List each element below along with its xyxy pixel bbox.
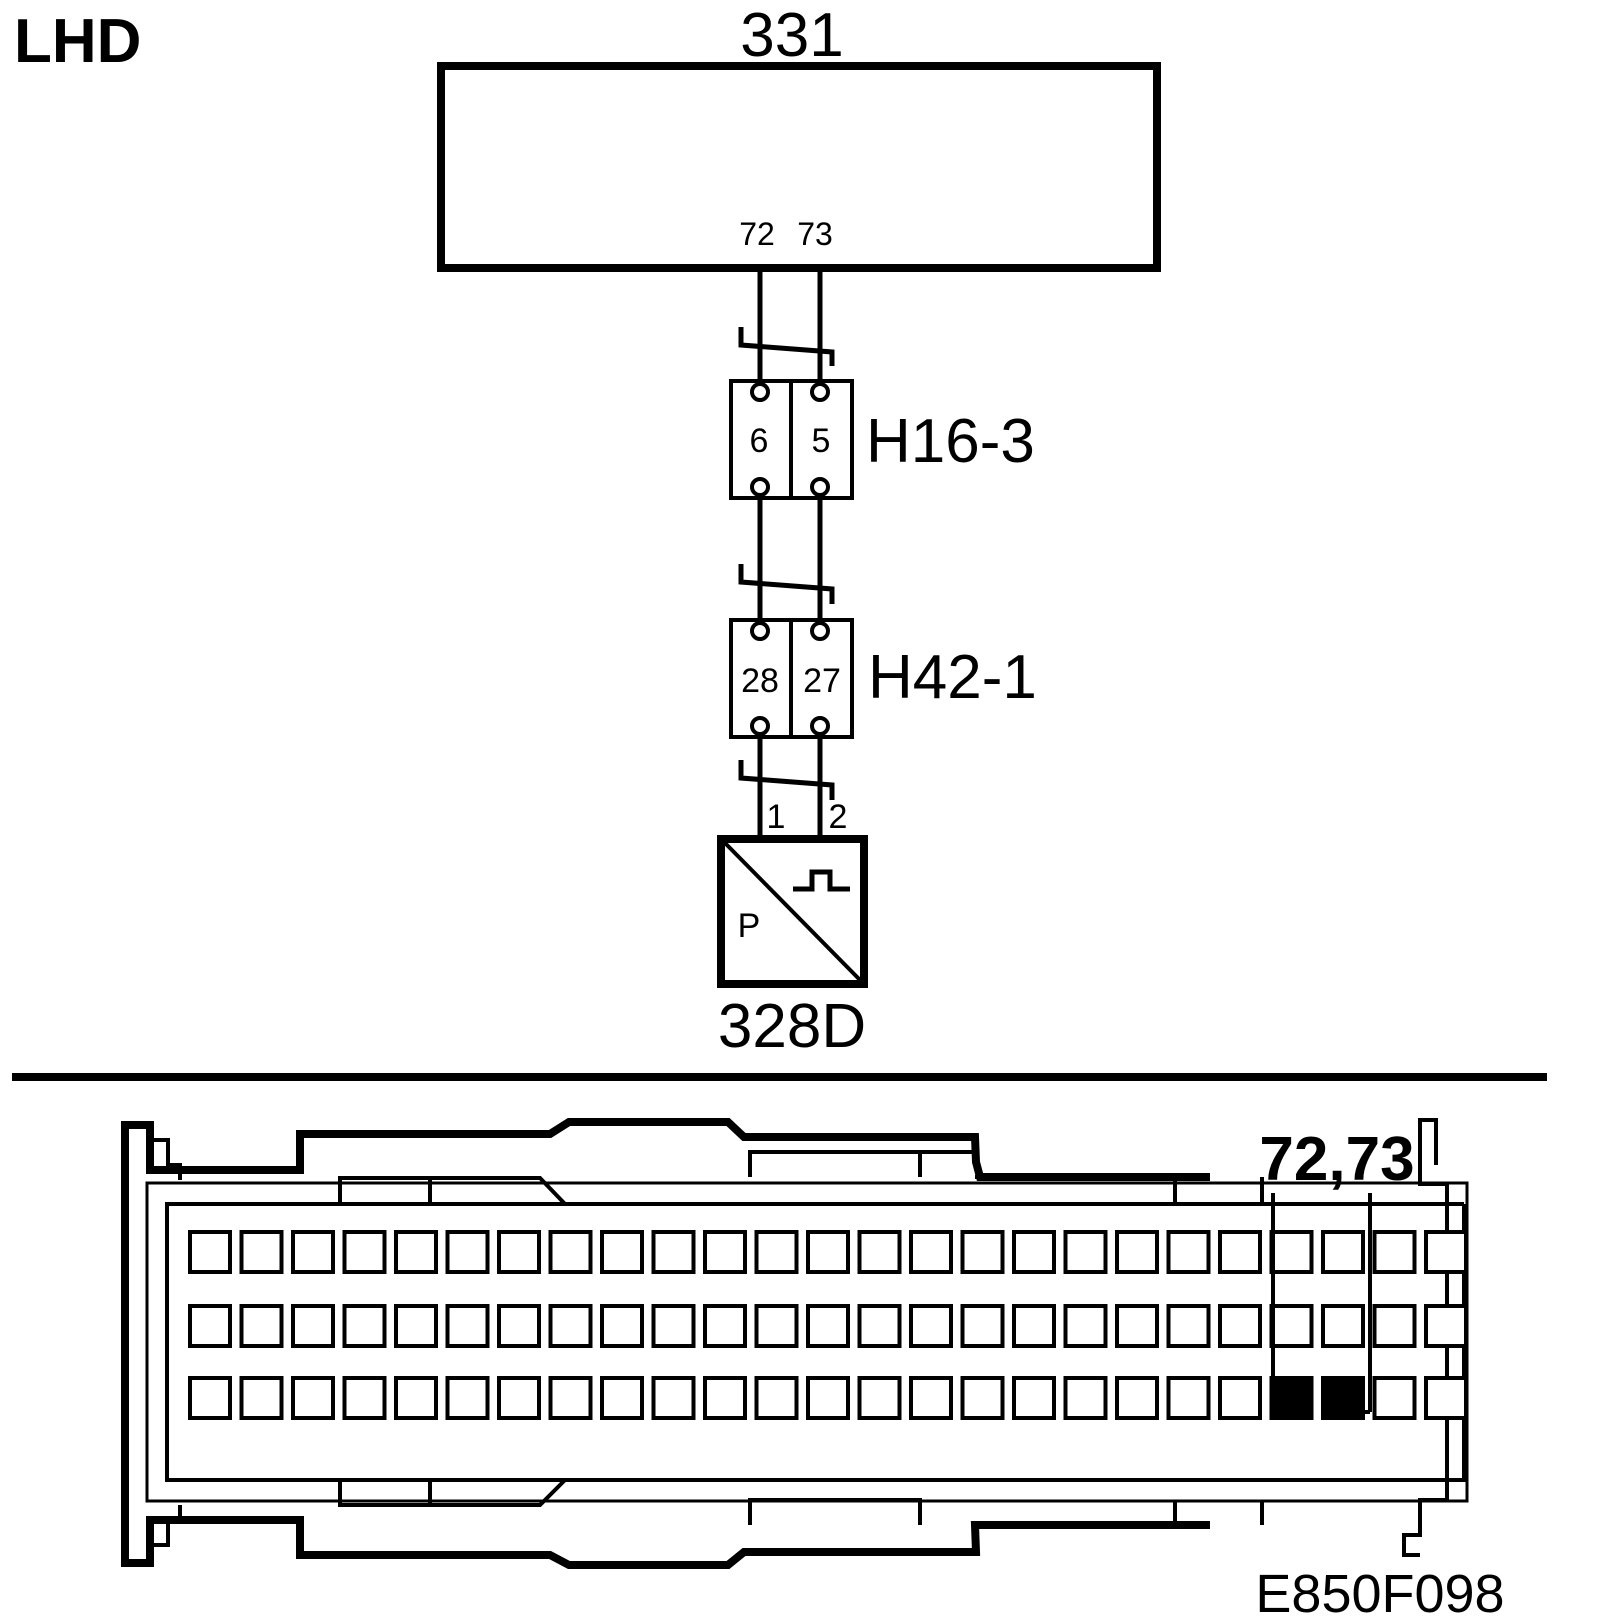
pin-cavity bbox=[1321, 1304, 1365, 1348]
pin-cavity bbox=[857, 1304, 902, 1348]
sensor-box bbox=[717, 835, 868, 988]
pin-cavity bbox=[1012, 1304, 1056, 1348]
pin-cavity bbox=[754, 1376, 799, 1420]
pin-cavity bbox=[600, 1304, 644, 1348]
pin-cavity bbox=[1063, 1304, 1108, 1348]
pin-cavity bbox=[239, 1230, 284, 1274]
pin-cavity bbox=[1424, 1230, 1468, 1274]
pinout-highlight-label: 72,73 bbox=[1259, 1125, 1414, 1194]
pin-cavity bbox=[1063, 1376, 1108, 1420]
pin-cavity bbox=[1424, 1376, 1468, 1420]
pin-cavity bbox=[1115, 1376, 1159, 1420]
pin-cavity bbox=[703, 1304, 747, 1348]
pin-cavity bbox=[651, 1376, 696, 1420]
sensor-pin-2: 2 bbox=[829, 798, 848, 836]
pin-cavity bbox=[806, 1376, 850, 1420]
pin-cavity bbox=[1424, 1304, 1468, 1348]
h16-3-label: H16-3 bbox=[866, 407, 1035, 476]
pin-cavity bbox=[754, 1230, 799, 1274]
pin-cavity bbox=[1321, 1230, 1365, 1274]
pin-cavity bbox=[1269, 1230, 1314, 1274]
pin-cavity bbox=[239, 1376, 284, 1420]
h16-3-pin-5: 5 bbox=[812, 422, 831, 460]
pin-cavity bbox=[394, 1230, 438, 1274]
pin-cavity bbox=[1166, 1230, 1211, 1274]
pin-cavity bbox=[1012, 1230, 1056, 1274]
wire-group bbox=[738, 270, 835, 835]
h42-1-label: H42-1 bbox=[868, 643, 1037, 712]
h16-3-pin-6: 6 bbox=[750, 422, 769, 460]
sensor-symbol-p: P bbox=[738, 907, 761, 945]
pin-cavity bbox=[1166, 1376, 1211, 1420]
pin-cavity bbox=[445, 1230, 490, 1274]
pin-cavity bbox=[651, 1304, 696, 1348]
pin-cavity bbox=[651, 1230, 696, 1274]
connector-h16-3 bbox=[729, 379, 854, 500]
pin-cavity bbox=[600, 1376, 644, 1420]
pin-cavity bbox=[909, 1230, 953, 1274]
pin-cavity bbox=[960, 1304, 1005, 1348]
pin-cavity bbox=[291, 1230, 335, 1274]
module-pin-73: 73 bbox=[797, 216, 833, 252]
pin-cavity bbox=[445, 1376, 490, 1420]
pin-cavity bbox=[291, 1376, 335, 1420]
pin-grid bbox=[188, 1230, 1468, 1420]
pin-cavity bbox=[445, 1304, 490, 1348]
pin-cavity bbox=[1115, 1304, 1159, 1348]
pin-cavity bbox=[239, 1304, 284, 1348]
pin-cavity bbox=[857, 1230, 902, 1274]
pin-cavity bbox=[1218, 1230, 1262, 1274]
pin-cavity bbox=[548, 1376, 593, 1420]
pin-cavity bbox=[394, 1304, 438, 1348]
pin-cavity bbox=[1218, 1304, 1262, 1348]
pin-cavity bbox=[188, 1376, 232, 1420]
pin-cavity bbox=[703, 1230, 747, 1274]
pin-cavity bbox=[291, 1304, 335, 1348]
pin-cavity bbox=[1012, 1376, 1056, 1420]
pin-cavity bbox=[806, 1304, 850, 1348]
pin-cavity bbox=[188, 1304, 232, 1348]
highlight-leaders bbox=[1271, 1193, 1372, 1414]
pin-cavity-highlighted bbox=[1269, 1376, 1314, 1420]
pin-cavity bbox=[960, 1230, 1005, 1274]
pin-cavity bbox=[342, 1230, 387, 1274]
pin-cavity bbox=[600, 1230, 644, 1274]
pin-cavity bbox=[497, 1304, 541, 1348]
pin-cavity-highlighted bbox=[1321, 1376, 1365, 1420]
pin-cavity bbox=[806, 1230, 850, 1274]
pin-cavity bbox=[909, 1304, 953, 1348]
pin-cavity bbox=[909, 1376, 953, 1420]
pin-cavity bbox=[1372, 1376, 1417, 1420]
pin-cavity bbox=[1372, 1304, 1417, 1348]
pin-cavity bbox=[960, 1376, 1005, 1420]
pin-cavity bbox=[1063, 1230, 1108, 1274]
pin-cavity bbox=[1115, 1230, 1159, 1274]
sensor-pin-1: 1 bbox=[767, 798, 786, 836]
pin-cavity bbox=[1218, 1376, 1262, 1420]
sensor-label: 328D bbox=[718, 992, 866, 1061]
pin-cavity bbox=[342, 1304, 387, 1348]
pin-cavity bbox=[1372, 1230, 1417, 1274]
module-box bbox=[437, 62, 1161, 272]
pin-cavity bbox=[342, 1376, 387, 1420]
h42-1-pin-28: 28 bbox=[741, 662, 779, 700]
pin-cavity bbox=[394, 1376, 438, 1420]
pin-cavity bbox=[548, 1230, 593, 1274]
pin-cavity bbox=[188, 1230, 232, 1274]
pin-cavity bbox=[497, 1230, 541, 1274]
pin-cavity bbox=[497, 1376, 541, 1420]
module-id: 331 bbox=[740, 1, 843, 70]
pin-cavity bbox=[703, 1376, 747, 1420]
region-label: LHD bbox=[14, 7, 141, 76]
pin-cavity bbox=[857, 1376, 902, 1420]
pin-cavity bbox=[754, 1304, 799, 1348]
h42-1-pin-27: 27 bbox=[803, 662, 841, 700]
module-pin-72: 72 bbox=[739, 216, 775, 252]
pin-cavity bbox=[1269, 1304, 1314, 1348]
pin-cavity bbox=[548, 1304, 593, 1348]
pin-cavity bbox=[1166, 1304, 1211, 1348]
connector-h42-1 bbox=[729, 618, 854, 739]
figure-code: E850F098 bbox=[1255, 1564, 1504, 1622]
